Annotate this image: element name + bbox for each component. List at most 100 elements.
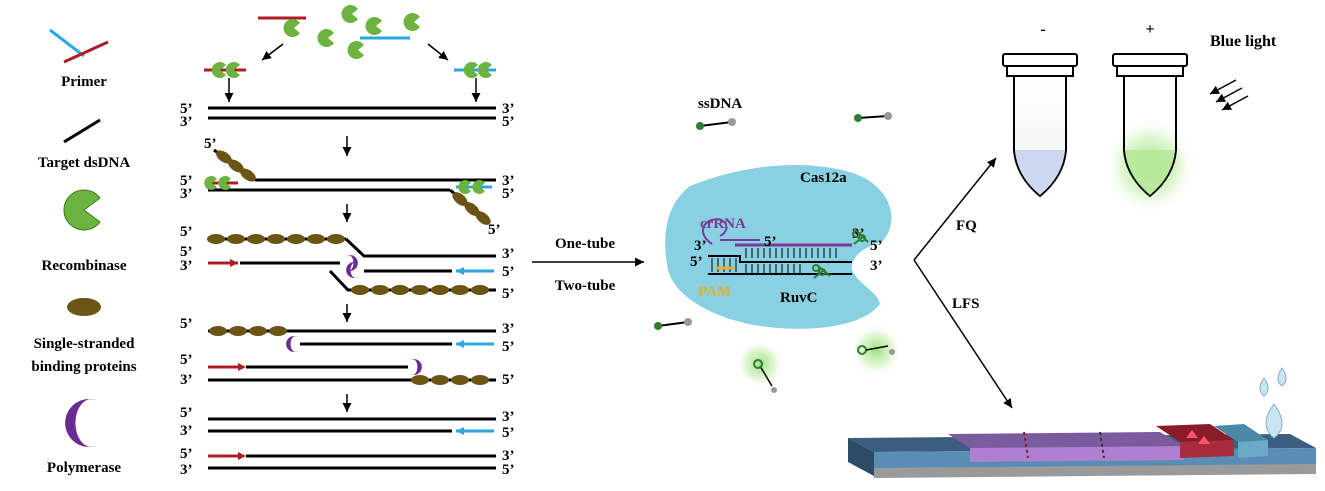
primer-blue-icon xyxy=(49,28,85,58)
legend-target-label: Target dsDNA xyxy=(38,155,131,171)
one-tube-label: One-tube xyxy=(555,236,615,252)
lfs-label: LFS xyxy=(952,296,980,312)
step2-invasion: 5’ 5’ 3’ 3’ 5’ 5’ xyxy=(180,136,515,238)
end-label: 5’ xyxy=(180,316,193,332)
end-label: 5’ xyxy=(204,136,217,152)
polymerase-icon xyxy=(65,399,96,448)
end-label: 3’ xyxy=(870,258,883,274)
tube-liquid xyxy=(1125,150,1175,195)
scissors-icon xyxy=(852,230,869,245)
end-label: 3’ xyxy=(502,409,515,425)
cleaved-reporter-icon xyxy=(857,345,895,355)
end-label: 5’ xyxy=(180,446,193,462)
tube-liquid xyxy=(1015,150,1065,195)
droplet-icon xyxy=(1259,367,1287,439)
negative-label: - xyxy=(1040,21,1045,38)
end-label: 3’ xyxy=(180,114,193,130)
test-line xyxy=(1023,431,1029,459)
arrow-icon xyxy=(913,157,997,261)
ssb-icon xyxy=(67,298,101,316)
blue-light-arrows xyxy=(1209,79,1249,111)
legend-polymerase-label: Polymerase xyxy=(47,460,121,476)
legend: Primer Target dsDNA Recombinase Single-s… xyxy=(31,28,137,476)
ssdna-label: ssDNA xyxy=(698,96,742,112)
strip-icon xyxy=(848,424,1316,478)
legend-ssb-label-1: Single-stranded xyxy=(34,336,136,352)
ssdna-reporter-icon xyxy=(854,112,892,122)
target-dsdna-icon xyxy=(63,118,101,144)
rpa-process: 5’ 3’ 3’ 5’ 5’ xyxy=(180,5,515,478)
recombinase-icon xyxy=(63,189,101,231)
arrow-icon xyxy=(261,43,284,61)
end-label: 5’ xyxy=(180,244,193,260)
scissors-icon xyxy=(812,264,831,279)
control-line xyxy=(1099,431,1105,459)
legend-primer-label: Primer xyxy=(61,74,107,90)
end-label: 3’ xyxy=(180,186,193,202)
end-label: 3’ xyxy=(502,101,515,117)
readout: FQ LFS - + Blue light xyxy=(848,21,1316,478)
fluorescence-glow xyxy=(850,324,902,376)
step3-extension: 5’ 5’ 3’ 3’ 5’ 5’ xyxy=(180,224,515,302)
end-label: 3’ xyxy=(180,258,193,274)
cleaved-reporter-icon xyxy=(753,359,777,393)
arrow-icon xyxy=(913,259,1013,409)
end-label: 5’ xyxy=(502,186,515,202)
arrow-icon xyxy=(427,43,449,61)
step1-dsdna: 5’ 3’ 3’ 5’ xyxy=(180,101,515,130)
end-label: 5’ xyxy=(690,254,703,270)
ssdna-reporter-icon xyxy=(696,118,736,130)
legend-ssb-label-2: binding proteins xyxy=(31,359,136,375)
transfer-arrow: One-tube Two-tube xyxy=(532,236,644,294)
end-label: 3’ xyxy=(502,173,515,189)
tube-icon xyxy=(1002,53,1078,198)
end-label: 3’ xyxy=(180,423,193,439)
two-tube-label: Two-tube xyxy=(555,278,616,294)
end-label: 3’ xyxy=(502,448,515,464)
recombinase-icon xyxy=(477,62,492,78)
pam-label: PAM xyxy=(698,284,731,300)
end-label: 5’ xyxy=(502,114,515,130)
end-label: 5’ xyxy=(764,234,777,250)
legend-recombinase-label: Recombinase xyxy=(42,258,127,274)
end-label: 5’ xyxy=(180,352,193,368)
end-label: 5’ xyxy=(502,425,515,441)
cas12a-complex: ssDNA Cas12a crRNA 5’ xyxy=(654,96,902,393)
fq-label: FQ xyxy=(956,218,977,234)
free-recombinase-group xyxy=(283,5,420,59)
cas12a-label: Cas12a xyxy=(800,170,847,186)
step5-amplicons: 5’ 3’ 3’ 5’ 5’ 3’ 3’ 5’ xyxy=(180,405,515,478)
ssdna-reporter-icon xyxy=(654,318,692,330)
end-label: 5’ xyxy=(870,238,883,254)
blue-light-label: Blue light xyxy=(1210,33,1277,50)
recombinase-icon xyxy=(211,62,226,78)
cas12a-body xyxy=(665,164,892,329)
primer-red-icon xyxy=(63,40,109,64)
fluorescence-glow xyxy=(736,340,784,388)
end-label: 5’ xyxy=(180,405,193,421)
tube-icon xyxy=(1112,53,1188,198)
end-label: 5’ xyxy=(502,339,515,355)
positive-label: + xyxy=(1145,21,1154,38)
end-label: 5’ xyxy=(180,173,193,189)
end-label: 3’ xyxy=(180,372,193,388)
end-label: 3’ xyxy=(694,238,707,254)
end-label: 3’ xyxy=(502,246,515,262)
end-label: 5’ xyxy=(502,264,515,280)
end-label: 3’ xyxy=(180,462,193,478)
end-label: 5’ xyxy=(180,224,193,240)
step4-products: 5’ 3’ 5’ 5’ 3’ 5’ xyxy=(180,316,515,388)
end-label: 5’ xyxy=(488,222,501,238)
end-label: 5’ xyxy=(502,286,515,302)
recombinase-icon xyxy=(225,62,240,78)
crrna-label: crRNA xyxy=(700,216,746,232)
end-label: 5’ xyxy=(502,462,515,478)
end-label: 5’ xyxy=(180,101,193,117)
recombinase-icon xyxy=(463,62,478,78)
ruvc-label: RuvC xyxy=(780,290,818,306)
end-label: 5’ xyxy=(502,372,515,388)
end-label: 3’ xyxy=(502,321,515,337)
crrna-hairpin xyxy=(702,218,728,245)
